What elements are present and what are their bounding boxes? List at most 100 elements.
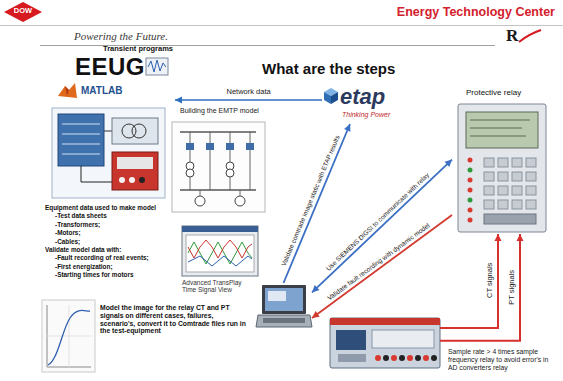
relay-illustration-part bbox=[468, 168, 473, 173]
list-item: -Transformers; bbox=[55, 221, 100, 228]
etap-cube-icon-part bbox=[324, 92, 331, 104]
connector bbox=[175, 97, 322, 104]
test-equipment-illustration-part bbox=[330, 318, 440, 325]
relay-illustration-part bbox=[526, 200, 536, 209]
relay-illustration-part bbox=[512, 172, 522, 181]
test-equipment-illustration-part bbox=[399, 355, 405, 361]
relay-illustration-part bbox=[526, 158, 536, 167]
edge-label: Validate comtrade image static with ETAP… bbox=[280, 134, 342, 269]
software-logo-group: Transient programsEEUG MATLAB bbox=[55, 44, 175, 102]
emtp-schematic-part bbox=[190, 132, 191, 190]
connector-line bbox=[440, 234, 498, 328]
image-caption: Advanced TransPlay Time Signal View bbox=[182, 279, 254, 294]
software-logo: etapThinking Power bbox=[322, 84, 402, 124]
dow-logo-part bbox=[4, 2, 42, 22]
step-label: Building the EMTP model bbox=[180, 107, 259, 115]
curve-chart-part bbox=[42, 300, 95, 372]
signal-view-screenshot-part bbox=[182, 226, 258, 232]
relay-illustration-part bbox=[468, 158, 473, 163]
emtp-schematic-part bbox=[246, 143, 254, 150]
emtp-schematic bbox=[172, 122, 265, 212]
connector bbox=[440, 234, 502, 328]
relay-illustration-part bbox=[470, 120, 530, 121]
relay-illustration-part bbox=[468, 188, 473, 193]
equipment-illustration-part bbox=[117, 157, 153, 169]
test-equipment-illustration-part bbox=[336, 330, 366, 350]
equipment-illustration-part bbox=[119, 177, 125, 183]
waveform-icon-part bbox=[148, 60, 166, 72]
relay-illustration-part bbox=[498, 172, 508, 181]
equipment-illustration-part bbox=[62, 154, 100, 155]
logo-text: DOW bbox=[4, 7, 42, 16]
matlab-icon bbox=[58, 83, 77, 98]
emtp-schematic-part bbox=[226, 169, 234, 177]
header-rule bbox=[0, 26, 563, 46]
laptop-illustration-part bbox=[265, 288, 303, 311]
curve-chart bbox=[42, 300, 95, 372]
laptop: Model the image for the relay CT and PT … bbox=[255, 283, 312, 330]
waveform-icon-part bbox=[146, 58, 168, 75]
slide-title: What are the steps bbox=[262, 60, 395, 77]
list-item: -First energization; bbox=[55, 263, 113, 270]
relay-illustration-part bbox=[458, 104, 546, 232]
signal-view-screenshot-part bbox=[182, 226, 258, 276]
arrowhead bbox=[495, 234, 502, 241]
relay-illustration-part bbox=[512, 158, 522, 167]
matlab-icon-part bbox=[65, 86, 69, 96]
connector-line bbox=[440, 234, 520, 341]
relay-illustration-part bbox=[526, 186, 536, 195]
arrowhead bbox=[312, 285, 319, 292]
relay-illustration-part bbox=[484, 214, 536, 224]
signal-view-screenshot bbox=[182, 226, 258, 276]
test-equipment-illustration-part bbox=[330, 318, 440, 368]
equipment-illustration-part bbox=[52, 108, 165, 198]
emtp-schematic-part bbox=[230, 132, 231, 190]
relay-illustration-part bbox=[484, 158, 494, 167]
relay-illustration-part bbox=[468, 198, 473, 203]
relay-illustration-part bbox=[484, 186, 494, 195]
test-equipment-illustration-part bbox=[375, 355, 381, 361]
emtp-schematic-part bbox=[186, 169, 194, 177]
relay-illustration bbox=[458, 104, 546, 232]
equipment-illustration-part bbox=[132, 124, 146, 138]
list-item: -Test data sheets bbox=[55, 212, 107, 219]
laptop-illustration-part bbox=[262, 285, 306, 314]
edge-label: Network data bbox=[226, 88, 272, 97]
test-equipment-illustration-part bbox=[423, 355, 429, 361]
dow-logo bbox=[4, 2, 42, 22]
relay-illustration-part bbox=[468, 218, 473, 223]
curve-chart-part bbox=[69, 305, 70, 367]
device-label: Protective relay bbox=[466, 88, 521, 97]
program-name: MATLAB bbox=[81, 85, 122, 97]
signal-view-screenshot-part bbox=[188, 240, 252, 258]
matlab-icon-part bbox=[58, 83, 77, 98]
equipment-illustration-part bbox=[62, 124, 100, 125]
signal-view-screenshot-part bbox=[188, 256, 252, 266]
logo-tagline: Thinking Power bbox=[342, 111, 390, 119]
protective-relay: Protective relay bbox=[452, 88, 552, 234]
arrowhead bbox=[517, 234, 524, 241]
arrowhead bbox=[312, 311, 320, 318]
program-heading: Transient programs bbox=[103, 45, 173, 54]
laptop-illustration-part bbox=[263, 318, 305, 323]
curve-chart-part bbox=[48, 310, 90, 365]
test-equipment-illustration bbox=[330, 318, 440, 368]
signal-view-screenshot-part bbox=[186, 235, 254, 272]
test-equipment-illustration-part bbox=[338, 354, 366, 362]
test-equipment-illustration-part bbox=[415, 355, 421, 361]
emtp-schematic-part bbox=[206, 143, 214, 150]
relay-illustration-part bbox=[498, 186, 508, 195]
relay-illustration-part bbox=[466, 112, 538, 148]
relay-illustration-part bbox=[468, 178, 473, 183]
relay-illustration-part bbox=[498, 200, 508, 209]
slogan: Powering the Future. bbox=[74, 30, 168, 43]
list-item: -Starting times for motors bbox=[55, 271, 133, 278]
etap-cube-icon-part bbox=[331, 92, 338, 104]
note-text: Model the image for the relay CT and PT … bbox=[100, 304, 250, 335]
logo-letter: R bbox=[506, 26, 518, 46]
list-item: -Fault recording of real events; bbox=[55, 254, 149, 261]
emtp-schematic-part bbox=[195, 196, 205, 206]
arrowhead bbox=[344, 124, 350, 132]
header-title: Energy Technology Center bbox=[397, 5, 555, 19]
program-name: EEUG bbox=[75, 53, 145, 81]
